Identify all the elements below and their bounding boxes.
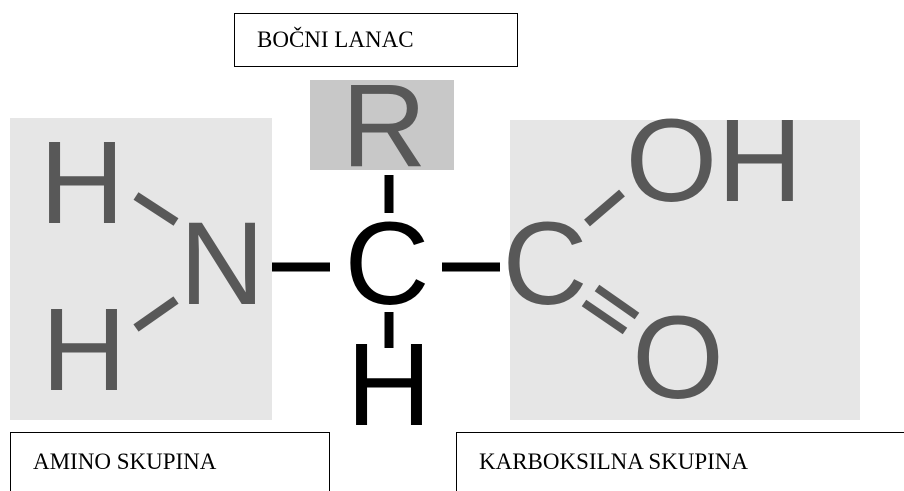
atom-h-bottom-left: H (41, 284, 127, 416)
side-chain-label-text: BOČNI LANAC (257, 27, 414, 52)
atom-h-bottom: H (346, 319, 432, 451)
carboxyl-group-label-text: KARBOKSILNA SKUPINA (479, 449, 749, 474)
amino-group-label: AMINO SKUPINA (10, 432, 330, 491)
atom-n: N (179, 198, 265, 330)
amino-group-highlight (10, 118, 272, 420)
bond-c-o-double-1 (581, 299, 628, 335)
bond-h-n-bottom (133, 296, 179, 332)
carboxyl-group-highlight (510, 120, 860, 420)
atom-h-top-left: H (39, 117, 125, 249)
side-chain-label: BOČNI LANAC (234, 13, 518, 67)
atom-c-alpha: C (344, 198, 430, 330)
amino-group-label-text: AMINO SKUPINA (33, 449, 217, 474)
atom-c-carboxyl: C (502, 198, 588, 330)
bond-c-oh (584, 189, 625, 227)
atom-oh: OH (625, 95, 803, 227)
atom-r: R (341, 60, 427, 192)
bond-h-n-top (133, 192, 179, 226)
bond-c-o-double-2 (594, 284, 640, 320)
carboxyl-group-label: KARBOKSILNA SKUPINA (456, 432, 904, 491)
side-chain-highlight (310, 80, 454, 170)
atom-o: O (632, 292, 724, 424)
